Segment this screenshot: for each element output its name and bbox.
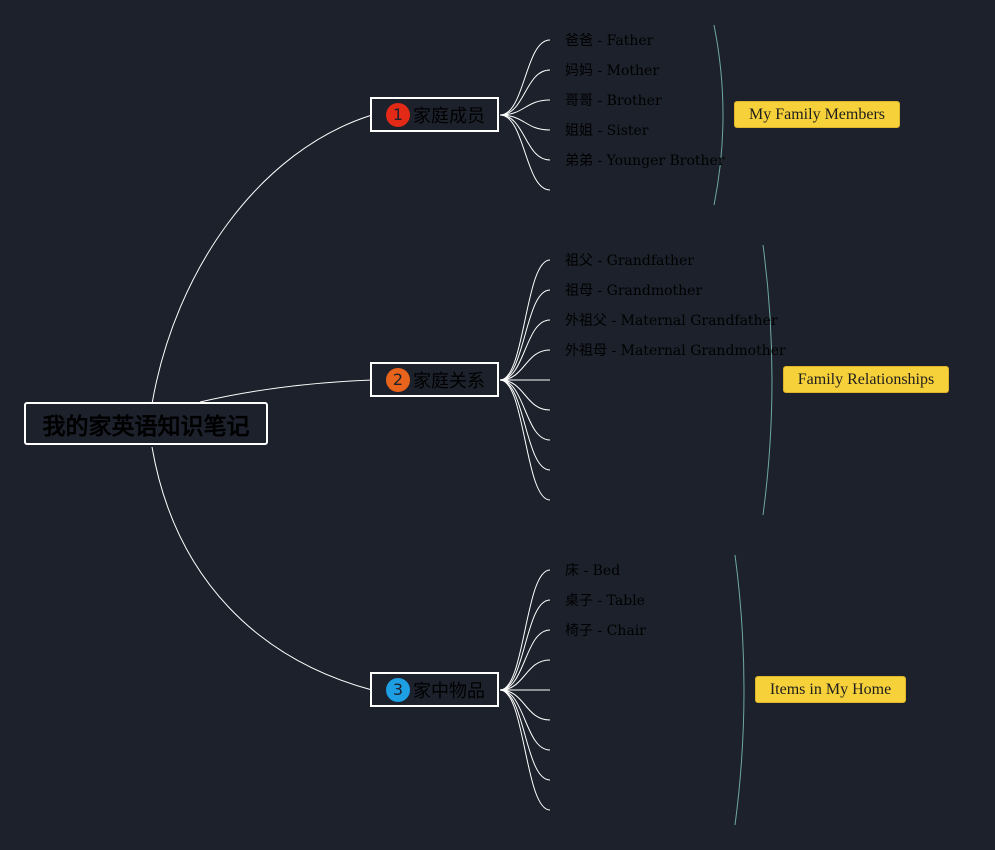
summary-label: Items in My Home	[769, 680, 892, 698]
summary-family-relationships[interactable]: Family Relationships	[783, 366, 949, 393]
root-topic[interactable]: 我的家英语知识笔记	[24, 402, 268, 445]
leaf-item[interactable]: 姐姐 - Sister	[565, 123, 649, 139]
branch-3-fan	[499, 569, 551, 811]
branch-1-fan	[499, 39, 551, 191]
leaf-item[interactable]: 外祖母 - Maternal Grandmother	[565, 343, 786, 359]
leaf-item[interactable]: 哥哥 - Brother	[565, 93, 662, 109]
number-3-badge-icon: 3	[386, 677, 410, 702]
summary-items-in-my-home[interactable]: Items in My Home	[755, 676, 906, 703]
root-connector-1	[151, 114, 373, 405]
leaf-item[interactable]: 弟弟 - Younger Brother	[565, 153, 725, 169]
branch-label: 家中物品	[413, 680, 485, 702]
branch-2-fan	[499, 259, 551, 501]
root-title: 我的家英语知识笔记	[42, 413, 250, 440]
leaf-item[interactable]: 椅子 - Chair	[565, 623, 646, 639]
branch-items-at-home[interactable]: 3 家中物品	[370, 672, 499, 707]
summary-bracket-1	[713, 24, 724, 206]
summary-bracket-3	[734, 554, 745, 826]
leaf-item[interactable]: 妈妈 - Mother	[565, 63, 660, 79]
leaf-item[interactable]: 外祖父 - Maternal Grandfather	[565, 313, 778, 329]
summary-bracket-2	[762, 244, 773, 516]
leaf-item[interactable]: 床 - Bed	[565, 563, 621, 579]
branch-label: 家庭关系	[413, 370, 485, 392]
root-connector-3	[151, 446, 373, 691]
root-connector-2	[199, 379, 373, 403]
leaf-item[interactable]: 桌子 - Table	[565, 593, 645, 609]
number-1-badge-icon: 1	[386, 102, 410, 127]
branch-family-members[interactable]: 1 家庭成员	[370, 97, 499, 132]
branch-label: 家庭成员	[413, 105, 485, 127]
number-2-badge-icon: 2	[386, 367, 410, 392]
leaf-item[interactable]: 爸爸 - Father	[565, 33, 654, 49]
leaf-item[interactable]: 祖母 - Grandmother	[565, 283, 703, 299]
branch-family-relationships[interactable]: 2 家庭关系	[370, 362, 499, 397]
summary-label: My Family Members	[749, 105, 885, 123]
summary-label: Family Relationships	[797, 370, 935, 388]
leaf-item[interactable]: 祖父 - Grandfather	[565, 253, 694, 269]
summary-family-members[interactable]: My Family Members	[734, 101, 900, 128]
